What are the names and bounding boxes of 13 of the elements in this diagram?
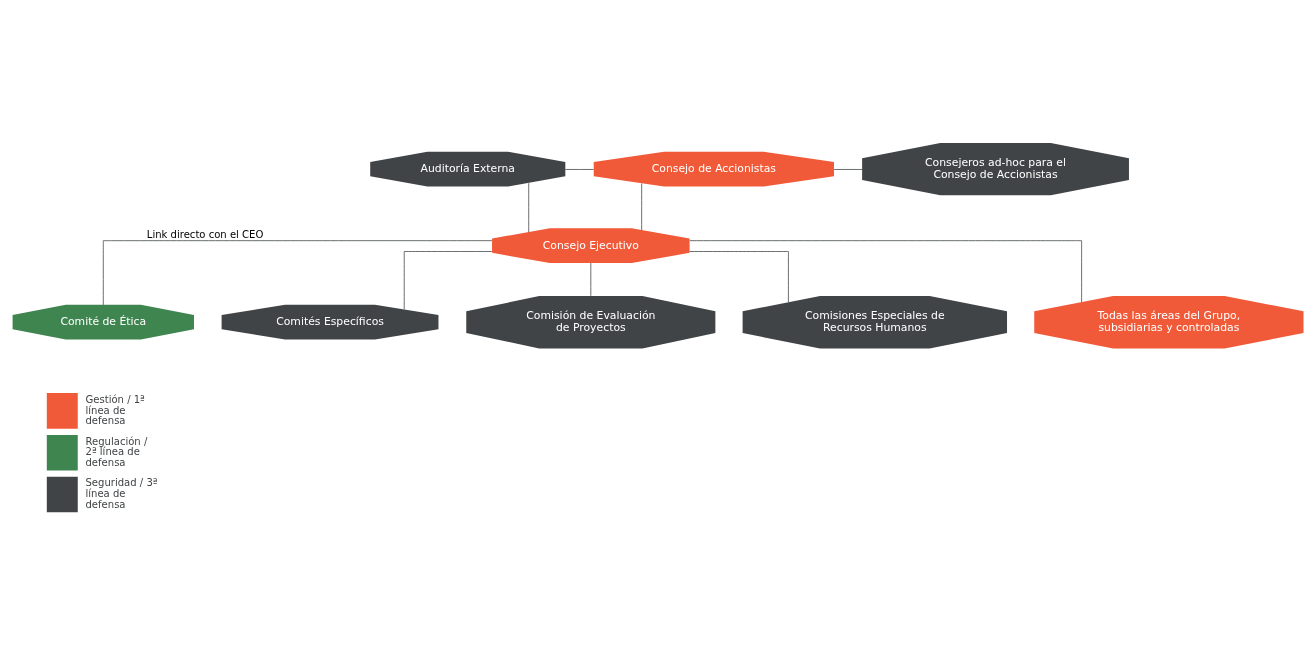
connector	[403, 251, 493, 310]
legend-label: Seguridad / 3ª línea de defensa	[85, 477, 158, 510]
connector	[641, 183, 643, 231]
legend-label: Regulación / 2ª línea de defensa	[85, 435, 148, 469]
connector	[833, 169, 863, 170]
edge-label: Link directo con el CEO	[146, 228, 264, 240]
connector	[590, 262, 592, 297]
connector	[102, 240, 493, 306]
connector	[689, 240, 1082, 303]
connector	[689, 251, 789, 303]
connector	[528, 182, 530, 233]
connector	[565, 169, 594, 170]
legend-label: Gestión / 1ª línea de defensa	[85, 393, 145, 427]
